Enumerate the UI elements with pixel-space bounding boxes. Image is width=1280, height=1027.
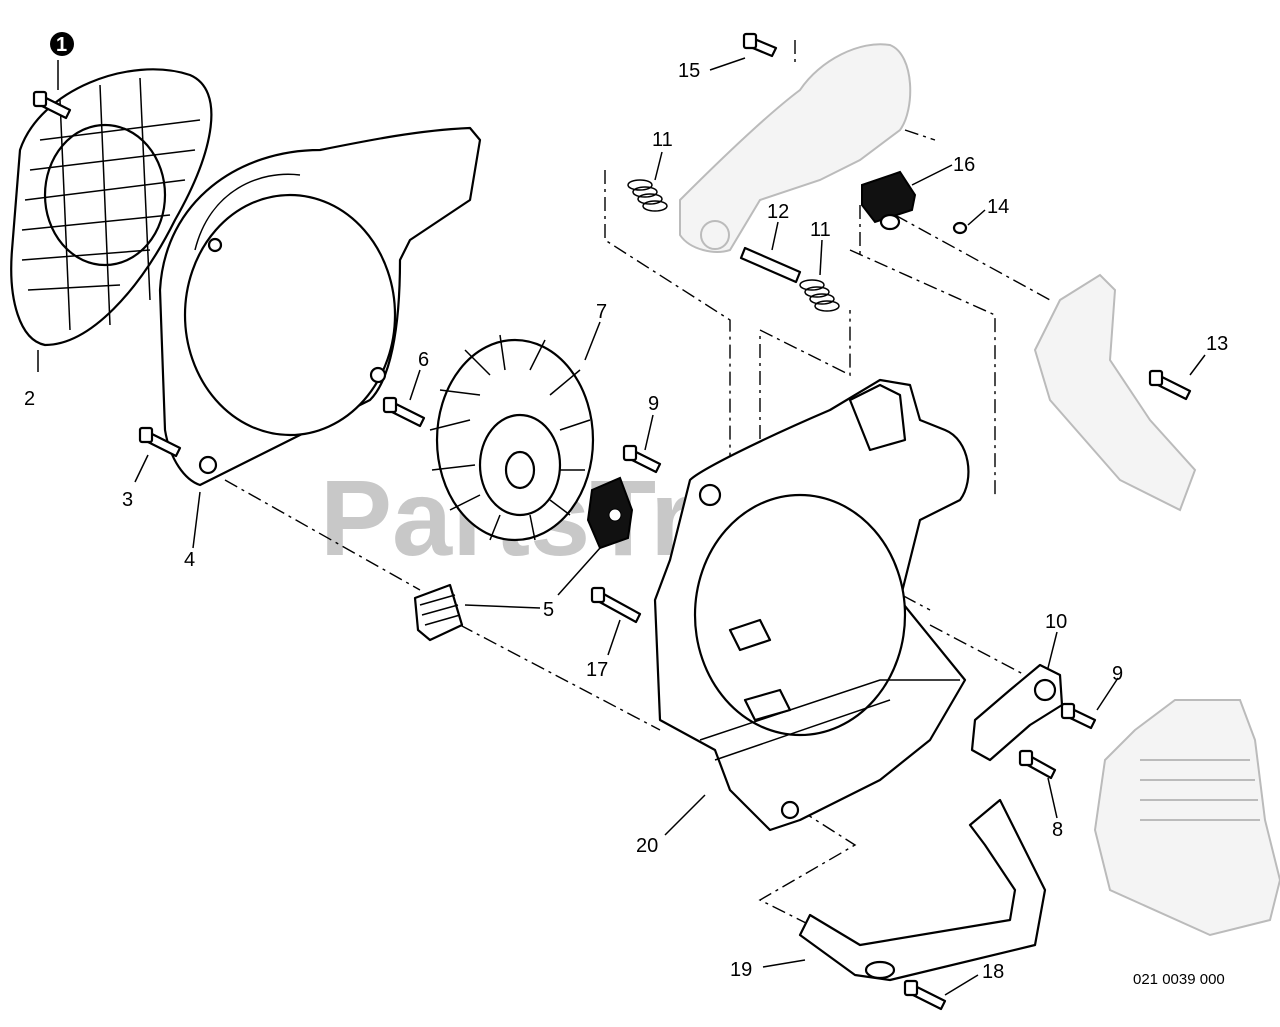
bracket bbox=[1033, 273, 1197, 512]
screw-part-8[interactable] bbox=[1018, 749, 1057, 780]
callout-14: 14 bbox=[987, 196, 1009, 218]
callout-5: 5 bbox=[543, 599, 554, 621]
throttle-handle bbox=[679, 43, 912, 253]
damper-part-5-lower[interactable] bbox=[413, 583, 464, 642]
screw-part-9-left[interactable] bbox=[622, 444, 662, 474]
screw-part-3[interactable] bbox=[138, 426, 182, 458]
screw-part-15[interactable] bbox=[742, 32, 778, 58]
bottom-handle-part-19[interactable] bbox=[798, 798, 1047, 982]
callout-4: 4 bbox=[184, 549, 195, 571]
main-housing[interactable] bbox=[653, 378, 970, 832]
callout-16: 16 bbox=[953, 154, 975, 176]
callout-1: 1 bbox=[56, 34, 67, 56]
engine bbox=[1093, 699, 1280, 937]
fan-cover-housing[interactable] bbox=[158, 126, 482, 487]
callout-20: 20 bbox=[636, 835, 658, 857]
pin-part-12[interactable] bbox=[739, 246, 802, 284]
switch-part-16[interactable] bbox=[861, 170, 917, 231]
spring-part-11-upper[interactable] bbox=[627, 179, 668, 212]
callout-12: 12 bbox=[767, 201, 789, 223]
callout-9-right: 9 bbox=[1112, 663, 1123, 685]
callout-18: 18 bbox=[982, 961, 1004, 983]
guard-grille[interactable] bbox=[10, 68, 213, 347]
screw-part-18[interactable] bbox=[903, 979, 947, 1011]
drawing-number: 021 0039 000 bbox=[1133, 971, 1225, 988]
callout-17: 17 bbox=[586, 659, 608, 681]
callout-11-lower: 11 bbox=[810, 219, 831, 241]
callout-badge-1: 1 bbox=[50, 32, 74, 56]
callout-7: 7 bbox=[596, 301, 607, 323]
callout-3: 3 bbox=[122, 489, 133, 511]
screw-part-13[interactable] bbox=[1148, 369, 1192, 401]
lever-part-10[interactable] bbox=[970, 663, 1064, 762]
washer-part-14[interactable] bbox=[952, 221, 968, 235]
callout-11-upper: 11 bbox=[652, 129, 673, 151]
callout-2: 2 bbox=[24, 388, 35, 410]
callout-8: 8 bbox=[1052, 819, 1063, 841]
callout-19: 19 bbox=[730, 959, 752, 981]
spring-part-11-lower[interactable] bbox=[799, 279, 840, 312]
screw-part-9-right[interactable] bbox=[1060, 702, 1097, 730]
callout-6: 6 bbox=[418, 349, 429, 371]
callout-15: 15 bbox=[678, 60, 700, 82]
callout-13: 13 bbox=[1206, 333, 1228, 355]
damper-part-5-upper[interactable] bbox=[586, 476, 634, 550]
screw-part-6[interactable] bbox=[382, 396, 426, 428]
screw-part-1[interactable] bbox=[32, 90, 72, 120]
callout-9-left: 9 bbox=[648, 393, 659, 415]
fan-wheel[interactable] bbox=[429, 334, 595, 542]
leader-lines bbox=[37, 57, 1206, 996]
screw-part-17[interactable] bbox=[590, 586, 642, 624]
callout-10: 10 bbox=[1045, 611, 1067, 633]
